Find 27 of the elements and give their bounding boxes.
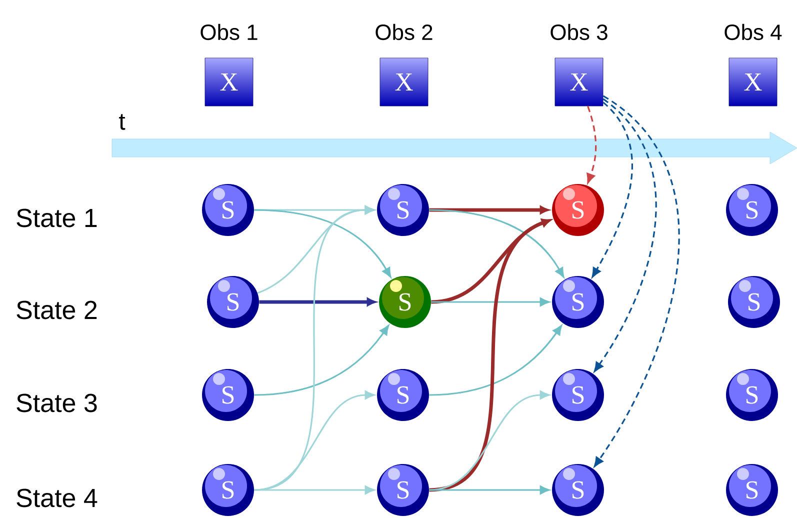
row-label: State 3 bbox=[16, 394, 97, 412]
column-heading: Obs 4 bbox=[724, 24, 782, 40]
arrow bbox=[429, 486, 550, 494]
column-heading: Obs 1 bbox=[200, 24, 258, 40]
column-heading: Obs 2 bbox=[376, 24, 432, 40]
observation-box: X bbox=[554, 58, 604, 106]
arrow bbox=[254, 209, 392, 278]
arrow bbox=[586, 106, 597, 184]
column-heading: Obs 3 bbox=[550, 24, 608, 40]
arrow bbox=[594, 95, 680, 467]
arrow bbox=[254, 486, 375, 494]
arrow bbox=[592, 102, 633, 278]
row-label: State 4 bbox=[16, 488, 98, 508]
arrow bbox=[259, 298, 376, 306]
arrow bbox=[429, 209, 564, 278]
arrow bbox=[429, 325, 562, 396]
observation-box: X bbox=[728, 58, 778, 106]
axis-label: t bbox=[119, 114, 126, 130]
arrow bbox=[431, 298, 550, 306]
arrow bbox=[429, 206, 549, 214]
observation-box: X bbox=[380, 58, 428, 106]
arrow bbox=[254, 325, 390, 396]
arrow bbox=[428, 218, 550, 492]
row-label: State 2 bbox=[16, 300, 97, 320]
row-label: State 1 bbox=[16, 208, 97, 228]
arrow bbox=[594, 98, 657, 372]
observation-box: X bbox=[204, 58, 254, 106]
